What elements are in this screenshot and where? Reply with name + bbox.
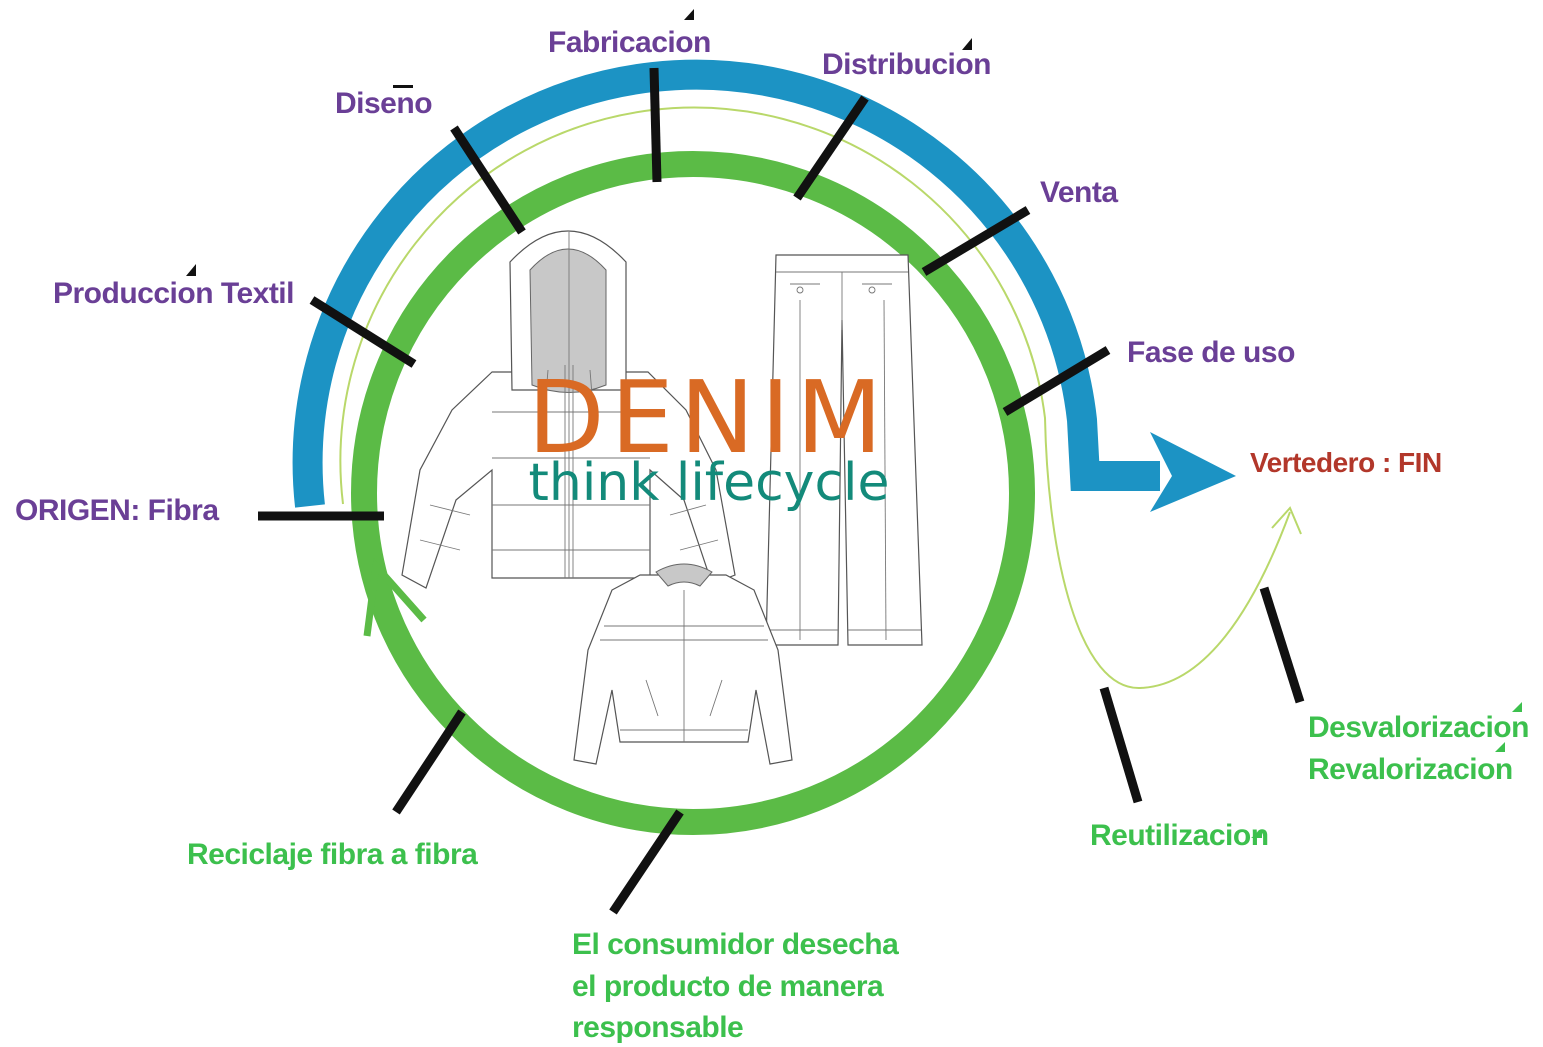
tick-reutilizacion — [1099, 686, 1143, 804]
hood-lining — [529, 248, 607, 393]
tick-produccion — [309, 296, 417, 368]
brand-title: DENIM — [528, 359, 889, 476]
accent-marks — [186, 9, 1522, 838]
accent-mark — [684, 9, 694, 20]
tick-fase-uso — [1002, 346, 1111, 416]
landfill-arrowhead — [1150, 432, 1236, 512]
stage-ticks — [258, 67, 1305, 915]
tick-fabricacion — [649, 67, 662, 183]
tick-desvalorizacion — [1259, 586, 1305, 704]
recycling-ring — [351, 151, 1035, 835]
collar-lining — [655, 563, 713, 587]
label-reciclaje: Reciclaje fibra a fibra — [187, 838, 478, 871]
tick-consumidor — [609, 809, 684, 915]
label-venta: Venta — [1040, 176, 1118, 209]
label-fabricacion: Fabricacion — [548, 26, 711, 59]
label-produccion: Produccion Textil — [53, 277, 294, 310]
label-desvalorizacion: Desvalorizacion — [1308, 711, 1529, 744]
label-diseno: Diseno — [335, 87, 432, 120]
accent-mark — [393, 85, 413, 88]
label-fase-uso: Fase de uso — [1127, 336, 1295, 369]
accent-mark — [962, 38, 972, 50]
tick-venta — [921, 206, 1031, 276]
accent-mark — [1251, 830, 1262, 838]
accent-mark — [1512, 702, 1522, 712]
tick-distribucion — [793, 95, 869, 201]
accent-mark — [186, 264, 196, 276]
label-consumidor-line-2: el producto de manera — [572, 970, 884, 1003]
label-vertedero: Vertedero : FIN — [1250, 447, 1442, 478]
tick-reciclaje — [392, 709, 466, 815]
thin-line-arrowhead — [1271, 506, 1302, 535]
trousers-icon — [765, 254, 923, 646]
label-consumidor-line-1: El consumidor desecha — [572, 928, 899, 961]
tick-diseno — [450, 125, 526, 235]
label-distribucion: Distribucion — [822, 48, 991, 81]
label-consumidor-line-3: responsable — [572, 1011, 743, 1044]
recycling-arrowhead — [363, 557, 427, 637]
accent-mark — [1495, 742, 1505, 752]
zip-jacket-icon — [573, 563, 793, 765]
hooded-jacket-icon — [401, 230, 736, 589]
lifecycle-thin-line — [339, 106, 1291, 690]
label-reutilizacion: Reutilizacion — [1090, 819, 1269, 852]
label-origen: ORIGEN: Fibra — [15, 494, 219, 527]
brand-subtitle: think lifecycle — [529, 453, 890, 513]
label-revalorizacion: Revalorizacion — [1308, 753, 1513, 786]
